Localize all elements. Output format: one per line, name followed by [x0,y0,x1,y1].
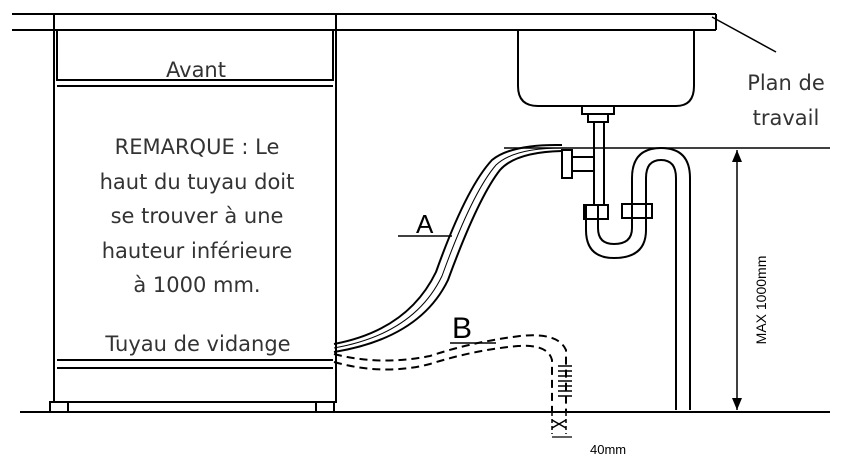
note-line: haut du tuyau doit [99,169,295,194]
note-line: se trouver à une [110,204,284,228]
note-line: REMARQUE : Le [114,135,280,159]
floor-drain-pipe [551,365,572,434]
countertop-pointer-line [711,16,777,53]
dishwasher-cabinet [53,13,337,403]
label-front: Avant [166,58,226,82]
note-line: à 1000 mm. [133,273,261,297]
dimension-arrow-bottom [732,398,742,410]
label-hose-a: A [416,209,434,239]
countertop-line: travail [752,106,820,130]
hose-a [333,143,563,353]
note-line: hauteur inférieure [101,238,293,263]
label-drain-hose: Tuyau de vidange [105,332,291,356]
label-countertop: Plan de travail [722,66,841,136]
label-width-40: 40mm [590,442,626,457]
sink-basin [502,29,706,123]
sink-trap [561,122,691,410]
countertop [12,13,717,31]
countertop-line: Plan de [747,71,825,95]
label-hose-b: B [452,312,472,345]
max-height-dimension [504,147,830,410]
dimension-arrow-top [732,150,742,162]
hose-b [333,334,567,412]
note-text: REMARQUE : Le haut du tuyau doit se trou… [66,130,328,303]
label-max-height: MAX 1000mm [753,256,769,345]
dishwasher-feet [49,401,335,413]
